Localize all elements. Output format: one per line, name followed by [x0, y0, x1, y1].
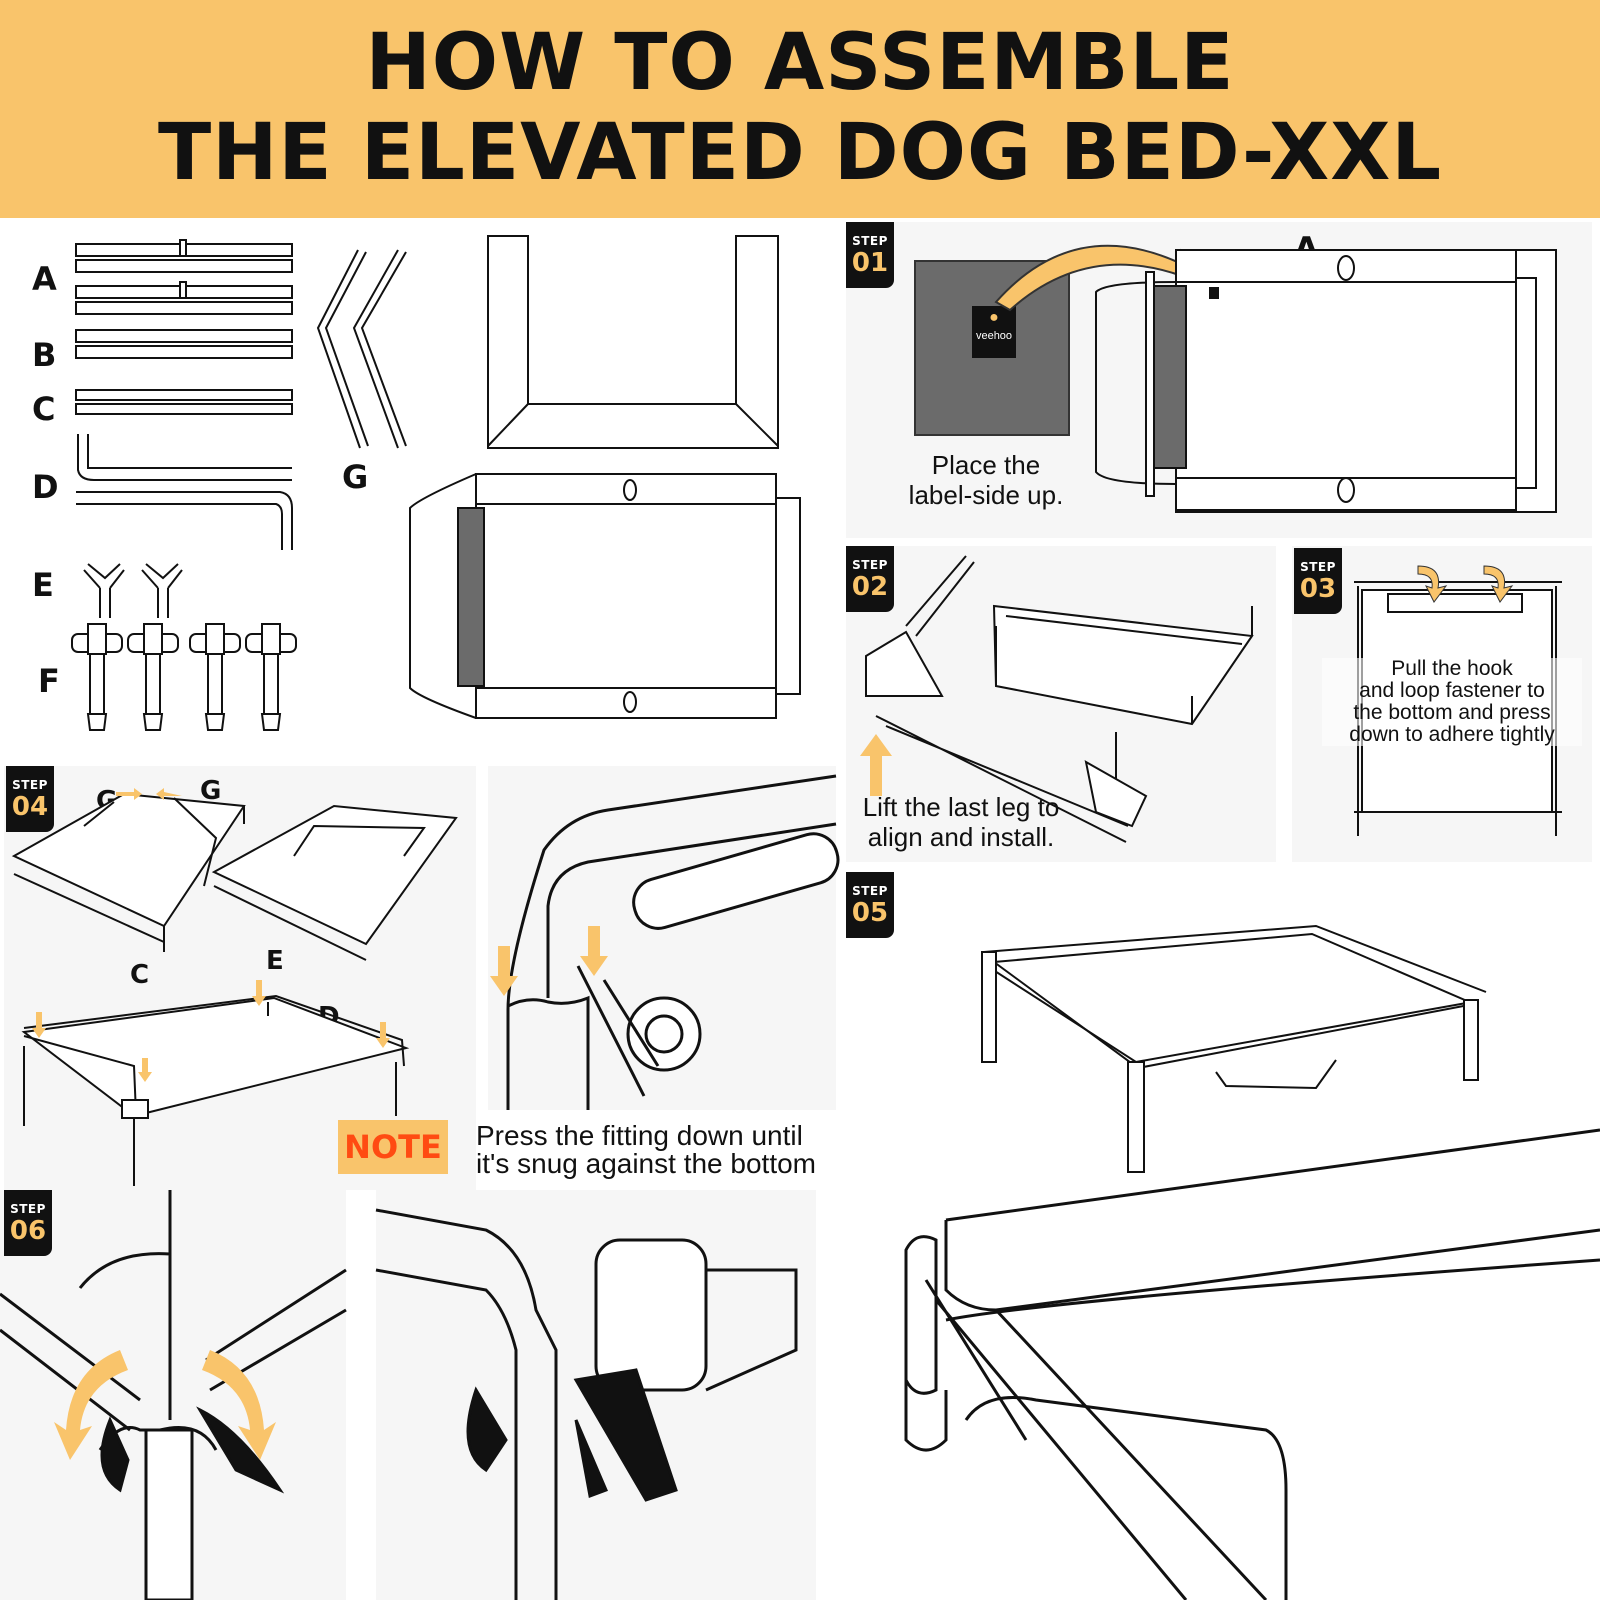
step01-caption: Place the label-side up. — [876, 450, 1096, 510]
step06-panel: STEP 06 — [0, 1190, 347, 1600]
part-label-g: G — [342, 458, 369, 496]
step-word: STEP — [852, 558, 888, 572]
part-label-e: E — [32, 566, 54, 604]
note-caption-line2: it's snug against the bottom — [476, 1148, 816, 1179]
step06-strap-right — [375, 1208, 798, 1600]
step06-strap-left — [0, 1190, 347, 1600]
part-label-f: F — [38, 662, 60, 700]
down-arrow-icon — [32, 1012, 46, 1038]
lift-arrow-icon — [860, 734, 892, 796]
step-word: STEP — [12, 778, 48, 792]
step04-label-c: C — [130, 960, 150, 990]
down-arrow-icon — [490, 946, 518, 996]
step03-caption-line4: down to adhere tightly — [1349, 723, 1555, 746]
step01-badge: STEP 01 — [846, 222, 894, 288]
finished-bed-panel — [846, 1128, 1600, 1600]
fitting-closeup — [490, 774, 840, 1110]
note-closeup-panel — [488, 766, 840, 1110]
paw-icon: ● — [989, 309, 999, 326]
step03-panel: STEP 03 Pull the hook and loop fastener … — [1292, 546, 1592, 862]
step-number: 03 — [1299, 574, 1337, 604]
step01-caption-line2: label-side up. — [908, 480, 1064, 510]
part-label-c: C — [32, 390, 56, 428]
down-arrow-icon — [376, 1022, 390, 1048]
down-arrow-icon — [580, 926, 608, 976]
step-word: STEP — [10, 1202, 46, 1216]
step03-badge: STEP 03 — [1294, 548, 1342, 614]
step02-caption-line1: Lift the last leg to — [862, 792, 1060, 822]
step04-label-g2: G — [200, 776, 222, 806]
step02-caption: Lift the last leg to align and install. — [856, 792, 1066, 852]
step06-strap-right-panel — [375, 1190, 816, 1600]
step04-badge: STEP 04 — [6, 766, 54, 832]
note-badge: NOTE — [338, 1120, 448, 1174]
step01-illustration — [994, 244, 1557, 513]
step05-illustration — [981, 924, 1487, 1173]
brand-logo: ● veehoo — [972, 306, 1016, 358]
step-word: STEP — [1300, 560, 1336, 574]
down-arrow-icon — [252, 980, 266, 1006]
push-arrow-icon — [116, 788, 142, 800]
step01-caption-line1: Place the — [931, 450, 1041, 480]
step03-caption-line1: Pull the hook — [1391, 657, 1513, 680]
wrap-arrow-icon — [202, 1350, 276, 1460]
step04-panel: STEP 04 G G C E D — [4, 766, 476, 1190]
step01-panel: STEP 01 ● veehoo Place the label-side up… — [846, 222, 1592, 538]
step03-caption-line3: the bottom and press — [1353, 701, 1551, 724]
step06-badge: STEP 06 — [4, 1190, 52, 1256]
step04-illustration — [11, 788, 458, 1186]
title-line-2: THE ELEVATED DOG BED-XXL — [157, 108, 1443, 198]
title-banner: HOW TO ASSEMBLE THE ELEVATED DOG BED-XXL — [0, 0, 1600, 218]
part-label-d: D — [32, 468, 59, 506]
part-label-b: B — [32, 336, 57, 374]
step05-panel: STEP 05 — [846, 872, 1592, 1190]
step05-badge: STEP 05 — [846, 872, 894, 938]
curl-arrow-icon — [1417, 565, 1448, 603]
note-caption-line1: Press the fitting down until — [476, 1120, 803, 1151]
step03-caption-line2: and loop fastener to — [1359, 679, 1545, 702]
step-number: 01 — [851, 248, 889, 278]
step02-illustration — [860, 555, 1254, 843]
note-caption: Press the fitting down until it's snug a… — [476, 1122, 852, 1178]
step02-caption-line2: align and install. — [867, 822, 1055, 852]
push-arrow-icon — [156, 788, 182, 800]
step-word: STEP — [852, 884, 888, 898]
step03-caption: Pull the hook and loop fastener to the b… — [1322, 658, 1582, 746]
parts-panel: A B C D E F G — [0, 218, 830, 748]
step-number: 04 — [11, 792, 49, 822]
step-number: 06 — [9, 1216, 47, 1246]
step-number: 02 — [851, 572, 889, 602]
step02-panel: STEP 02 Lift the last leg to align and i… — [846, 546, 1276, 862]
label-tag: ● veehoo — [914, 260, 1070, 436]
finished-bed-illustration — [904, 1128, 1600, 1600]
part-label-a: A — [32, 260, 57, 298]
curl-arrow-icon — [1483, 565, 1514, 603]
title-line-1: HOW TO ASSEMBLE — [365, 18, 1235, 108]
parts-illustration — [71, 235, 801, 731]
step-word: STEP — [852, 234, 888, 248]
wrap-arrow-icon — [54, 1350, 128, 1460]
step02-badge: STEP 02 — [846, 546, 894, 612]
step04-label-e: E — [266, 946, 284, 976]
brand-name: veehoo — [975, 330, 1013, 342]
step-number: 05 — [851, 898, 889, 928]
down-arrow-icon — [138, 1058, 152, 1082]
